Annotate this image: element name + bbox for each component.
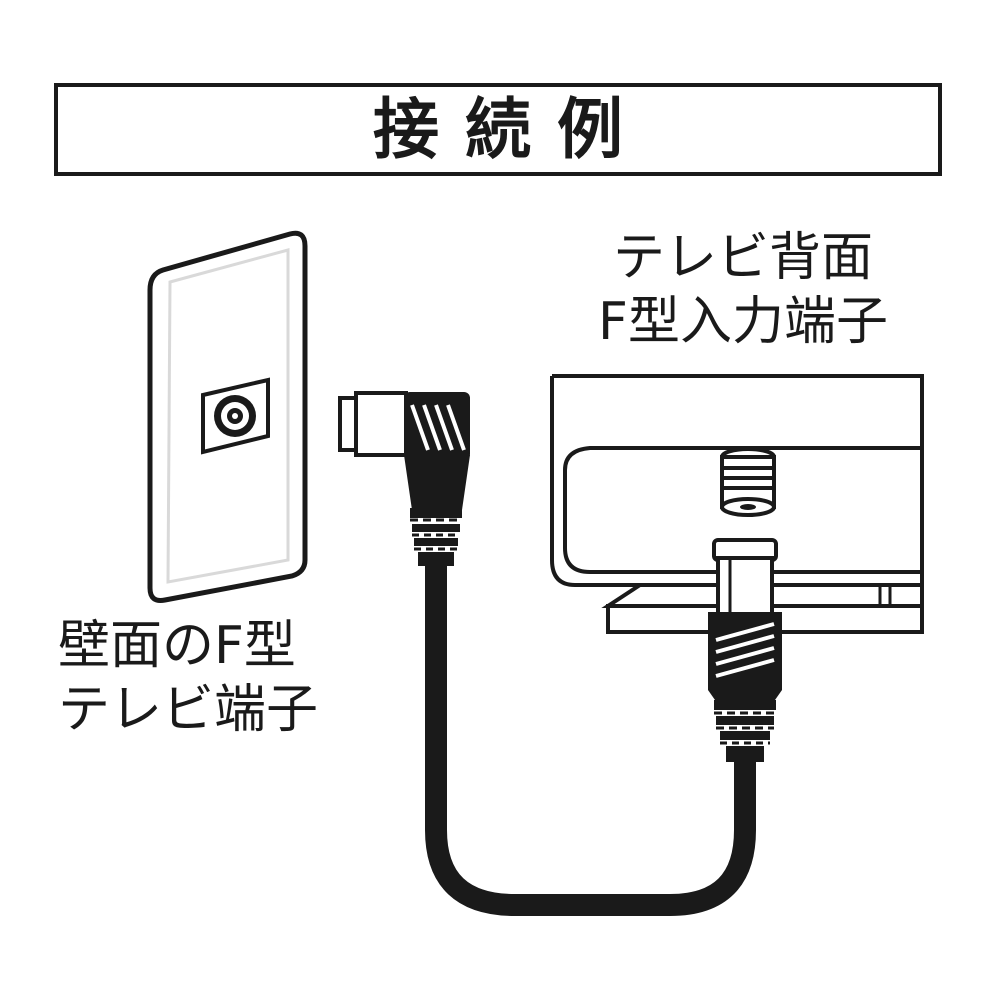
wall-outlet-label-line2: テレビ端子 <box>58 680 319 740</box>
wall-outlet-label: 壁面のF型 テレビ端子 <box>58 614 318 742</box>
angled-plug <box>338 391 470 566</box>
wall-f-terminal <box>201 377 270 455</box>
page-title: 接続例 <box>373 90 649 168</box>
tv-back-label-line2: F型入力端子 <box>598 292 888 352</box>
wall-plate <box>147 230 308 603</box>
tv-back-panel <box>550 374 924 634</box>
header-box: 接続例 <box>54 83 942 176</box>
coaxial-cable <box>425 554 756 916</box>
wall-outlet-label-line1: 壁面のF型 <box>58 616 296 676</box>
straight-plug <box>708 538 782 762</box>
tv-back-label: テレビ背面 F型入力端子 <box>578 226 908 354</box>
tv-f-input-terminal <box>720 447 776 517</box>
tv-back-label-line1: テレビ背面 <box>612 228 873 288</box>
grip-lines-straight <box>715 622 775 678</box>
grip-lines <box>410 404 466 451</box>
